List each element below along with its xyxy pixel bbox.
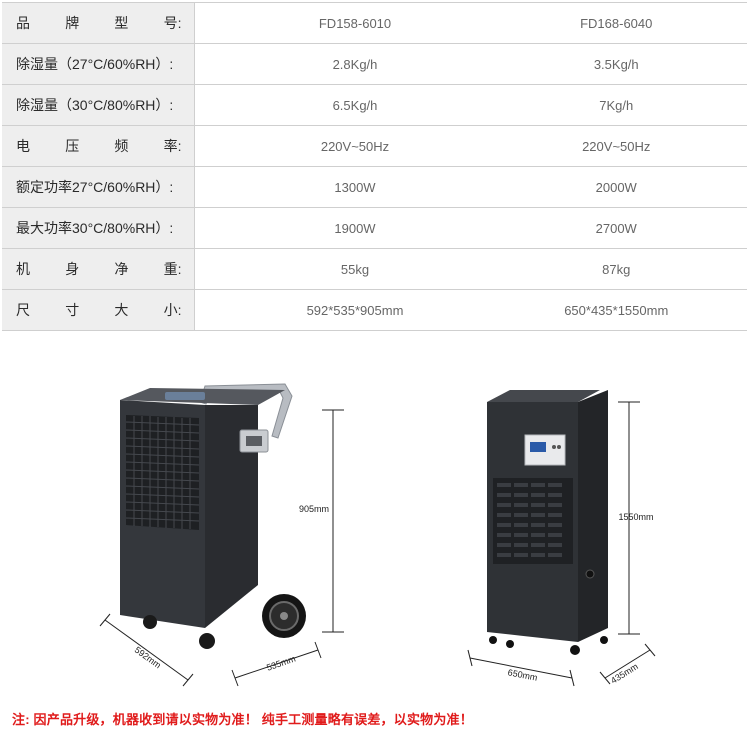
spec-value-fd158: FD158-6010 xyxy=(194,2,486,44)
spec-label-char: 率: xyxy=(163,138,182,154)
spec-value-fd168: 3.5Kg/h xyxy=(485,43,747,85)
spec-value-fd168: 87kg xyxy=(485,248,747,290)
spec-label-char: 牌 xyxy=(65,15,80,31)
spec-value-fd158: 592*535*905mm xyxy=(194,289,486,331)
spec-label-text: 最大功率30°C/80%RH）: xyxy=(16,220,174,236)
product-images: 905mm 592mm 535mm 1550mm 650mm 435mm xyxy=(0,360,750,700)
spec-label-text: 机 身 净 重: xyxy=(16,259,182,279)
front-grill xyxy=(125,415,200,530)
spec-label: 电 压 频 率: xyxy=(2,125,195,167)
spec-value-fd158: 2.8Kg/h xyxy=(194,43,486,85)
spec-label-char: 压 xyxy=(65,138,80,154)
large-grill xyxy=(493,478,573,564)
spec-value-fd168: 2700W xyxy=(485,207,747,249)
product-illustration: 905mm 592mm 535mm 1550mm 650mm 435mm xyxy=(99,383,656,687)
spec-value-fd158: 6.5Kg/h xyxy=(194,84,486,126)
spec-label-char: 小: xyxy=(163,302,182,318)
spec-label: 尺 寸 大 小: xyxy=(2,289,195,331)
spec-label-char: 净 xyxy=(114,261,129,277)
large-width-label: 650mm xyxy=(507,667,538,683)
large-height-label: 1550mm xyxy=(618,512,653,522)
spec-label-text: 电 压 频 率: xyxy=(16,136,182,156)
spec-label-char: 尺 xyxy=(16,302,30,318)
small-depth-label: 535mm xyxy=(265,654,297,673)
spec-label-char: 电 xyxy=(16,138,30,154)
spec-label-char: 重: xyxy=(163,261,182,277)
spec-label-char: 号: xyxy=(163,15,182,31)
small-width-label: 592mm xyxy=(133,645,163,671)
small-dehumidifier xyxy=(99,383,344,687)
spec-label: 品 牌 型 号: xyxy=(2,2,195,44)
spec-label: 最大功率30°C/80%RH）: xyxy=(2,207,195,249)
spec-label-text: 尺 寸 大 小: xyxy=(16,300,182,320)
spec-label-char: 机 xyxy=(16,261,30,277)
spec-value-fd158: 1300W xyxy=(194,166,486,208)
spec-value-fd168: 220V~50Hz xyxy=(485,125,747,167)
spec-value-fd158: 220V~50Hz xyxy=(194,125,486,167)
control-panel xyxy=(165,392,205,400)
spec-label: 除湿量（30°C/80%RH）: xyxy=(2,84,195,126)
spec-label-char: 身 xyxy=(65,261,80,277)
footnote-disclaimer: 注: 因产品升级，机器收到请以实物为准！ 纯手工测量略有误差，以实物为准！ xyxy=(12,712,473,727)
large-depth-label: 435mm xyxy=(609,661,640,685)
spec-label-text: 除湿量（27°C/60%RH）: xyxy=(16,56,174,72)
spec-label: 额定功率27°C/60%RH）: xyxy=(2,166,195,208)
spec-label-char: 大 xyxy=(114,302,129,318)
spec-value-fd168: 7Kg/h xyxy=(485,84,747,126)
spec-label-text: 除湿量（30°C/80%RH）: xyxy=(16,97,174,113)
spec-label: 机 身 净 重: xyxy=(2,248,195,290)
spec-label-char: 品 xyxy=(16,15,30,31)
spec-label-char: 频 xyxy=(114,138,129,154)
spec-value-fd158: 1900W xyxy=(194,207,486,249)
front-caster-right xyxy=(199,633,215,649)
front-caster-left xyxy=(143,615,157,629)
spec-label-text: 品 牌 型 号: xyxy=(16,13,182,33)
spec-value-fd158: 55kg xyxy=(194,248,486,290)
spec-value-fd168: 2000W xyxy=(485,166,747,208)
spec-label: 除湿量（27°C/60%RH）: xyxy=(2,43,195,85)
large-dehumidifier xyxy=(467,390,656,687)
small-height-label: 905mm xyxy=(299,504,329,514)
spec-label-char: 寸 xyxy=(65,302,80,318)
spec-value-fd168: 650*435*1550mm xyxy=(485,289,747,331)
spec-label-char: 型 xyxy=(114,15,129,31)
spec-label-text: 额定功率27°C/60%RH）: xyxy=(16,179,174,195)
spec-value-fd168: FD168-6040 xyxy=(485,2,747,44)
